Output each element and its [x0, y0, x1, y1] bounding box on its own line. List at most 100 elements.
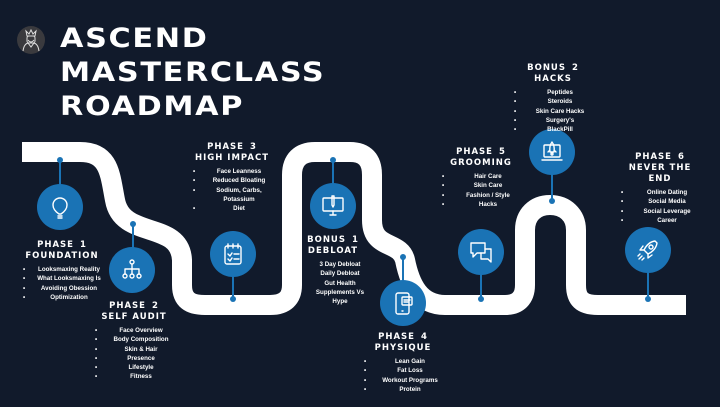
milestone-number: 2 [571, 63, 579, 73]
topic-text: Career [657, 216, 677, 224]
bullet-icon: • [442, 200, 445, 208]
milestone-label: PHASE [635, 152, 672, 162]
road-marker-dot [400, 254, 406, 260]
topic-text: Face Leanness [216, 168, 262, 175]
connector-line [59, 160, 61, 207]
bullet-icon: • [364, 358, 367, 365]
topic-item: •Workout Programs [364, 376, 442, 385]
road-marker-dot [230, 296, 236, 302]
topic-text: Surgery's [545, 116, 575, 124]
milestone-topics: •Peptides•Steroids•Skin Care Hacks•Surge… [514, 88, 592, 134]
connector-line [647, 250, 649, 299]
bullet-icon: • [621, 216, 624, 224]
milestone-label: PHASE [456, 147, 493, 157]
hierarchy-icon [122, 259, 142, 279]
monitor-pen-icon [322, 195, 344, 216]
topic-item: •Steroids [514, 97, 592, 106]
topic-item: •Body Composition [95, 335, 173, 344]
bullet-icon: • [193, 186, 196, 194]
road-marker-dot [645, 296, 651, 302]
milestone-topics: •3 Day Debloat•Daily Debloat•Gut Health•… [294, 260, 372, 306]
milestone-name: PHYSIQUE [374, 343, 432, 353]
bullet-icon: • [294, 261, 297, 268]
milestone-name: FOUNDATION [25, 251, 99, 261]
topic-text: Optimization [50, 293, 88, 301]
topic-item: • Lean Gain [364, 357, 442, 366]
milestone-label: BONUS [307, 235, 346, 245]
topic-item: • Career [621, 216, 699, 225]
milestone-heading: PHASE 5 [442, 147, 520, 158]
topic-text: Social Media [648, 198, 686, 206]
bullet-icon: • [294, 270, 297, 278]
bullet-icon: • [514, 126, 517, 134]
milestone-number: 3 [249, 142, 257, 152]
laptop-rocket-icon [541, 141, 563, 161]
connector-line [551, 152, 553, 201]
topic-item: •Peptides [514, 88, 592, 97]
road-marker-dot [549, 198, 555, 204]
lightbulb-icon [52, 197, 68, 219]
milestone-name: SELF AUDIT [101, 312, 167, 322]
milestone-icon-circle [210, 231, 256, 277]
topic-item: •Sodium, Carbs, Potassium [193, 186, 271, 205]
topic-text: Presence [127, 354, 155, 362]
bullet-icon: • [442, 173, 445, 180]
milestone-topics: •Lean Gain•Fat Loss•Workout Programs•Pro… [364, 357, 442, 394]
topic-text: Lean Gain [395, 358, 425, 365]
topic-text: Fashion / Style [466, 191, 510, 199]
topic-item: •Avoiding Obession [23, 284, 101, 293]
topic-text: Reduced Bloating [212, 177, 266, 185]
bullet-icon: • [621, 198, 624, 206]
bullet-icon: • [514, 107, 517, 115]
milestone-number: 2 [151, 301, 159, 311]
logo-avatar [17, 26, 45, 54]
bullet-icon: • [95, 345, 98, 353]
connector-line [480, 252, 482, 299]
milestone-name: DEBLOAT [307, 246, 359, 256]
milestone-number: 5 [498, 147, 506, 157]
topic-text: What Looksmaxing Is [37, 275, 101, 283]
bullet-icon: • [514, 98, 517, 106]
topic-item: • Fitness [95, 372, 173, 381]
road-marker-dot [330, 157, 336, 163]
topic-item: •Looksmaxing Reality [23, 265, 101, 274]
title-line-3: ROADMAP [60, 91, 245, 122]
road-marker-dot [478, 296, 484, 302]
title-line-1: ASCEND [60, 23, 209, 54]
milestone-icon-circle [37, 184, 83, 230]
topic-text: Online Dating [646, 189, 688, 196]
topic-text: Gut Health [324, 279, 356, 287]
milestone-icon-circle [625, 227, 671, 273]
milestone-icon-circle [458, 229, 504, 275]
topic-text: Hair Care [474, 173, 502, 180]
topic-text: Fitness [130, 373, 152, 381]
topic-text: Supplements Vs Hype [315, 288, 365, 306]
bullet-icon: • [95, 373, 98, 381]
bullet-icon: • [23, 293, 26, 301]
bullet-icon: • [193, 205, 196, 213]
milestone-label: PHASE [37, 240, 74, 250]
topic-text: Avoiding Obession [40, 284, 98, 292]
topic-item: •Lifestyle [95, 363, 173, 372]
topic-item: •Skin Care Hacks [514, 107, 592, 116]
milestone-topics: • Face Leanness • Reduced Bloating•Sodium, … [193, 167, 271, 213]
topic-item: • Social Media [621, 197, 699, 206]
topic-text: Skin & Hair [124, 345, 158, 353]
topic-text: Protein [399, 385, 421, 393]
topic-item: • Optimization [23, 293, 101, 302]
bullet-icon: • [193, 168, 196, 175]
milestone-label: BONUS [527, 63, 566, 73]
bullet-icon: • [364, 376, 367, 384]
topic-text: Fat Loss [397, 367, 423, 375]
bullet-icon: • [364, 385, 367, 393]
milestone-icon-circle [380, 280, 426, 326]
milestone-topics: •Face Overview•Body Composition•Skin & H… [95, 326, 173, 382]
